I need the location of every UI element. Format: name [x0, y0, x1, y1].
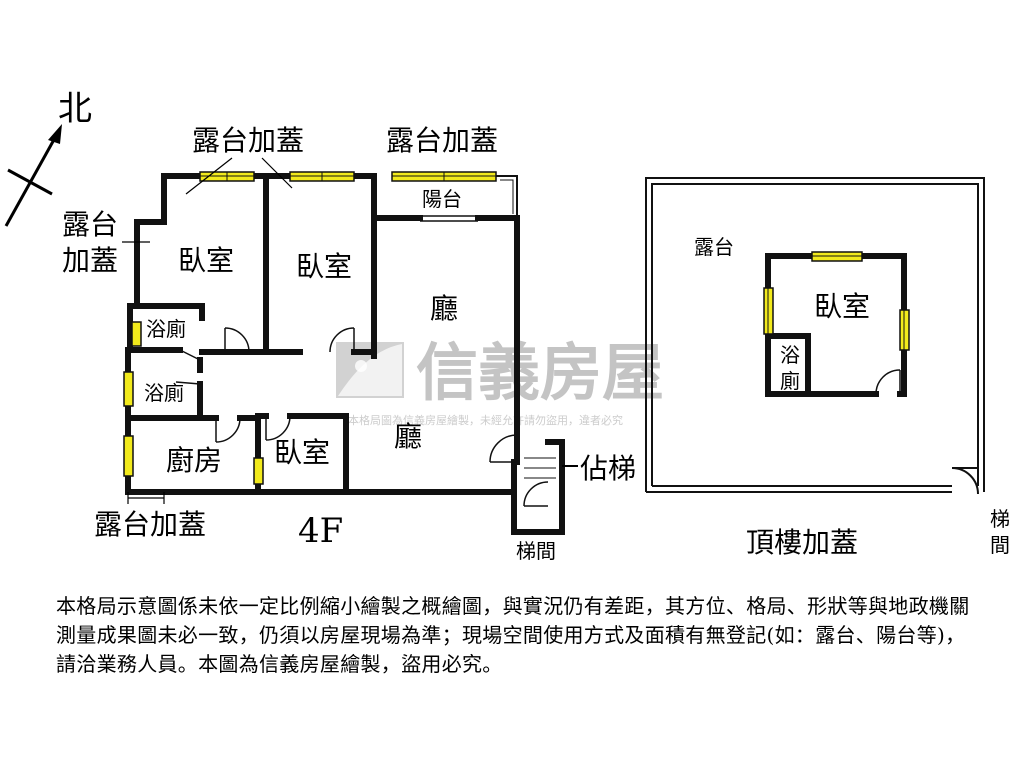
label-terrace-cover-top-right: 露台加蓋 — [386, 124, 498, 157]
label-living-lower: 廳 — [394, 420, 422, 453]
label-bathroom-2: 浴廁 — [144, 381, 184, 405]
label-occupied-stair: 佔梯 — [580, 452, 636, 485]
label-kitchen: 廚房 — [166, 444, 222, 477]
label-living-upper: 廳 — [430, 292, 458, 325]
label-balcony: 陽台 — [422, 187, 462, 211]
watermark-logo-icon — [336, 342, 404, 398]
label-terrace-cover-left-2: 加蓋 — [62, 244, 118, 277]
label-roof-stair-2: 間 — [990, 533, 1010, 557]
north-label: 北 — [58, 89, 92, 129]
label-bathroom-1: 浴廁 — [146, 317, 186, 341]
label-terrace-cover-top-left: 露台加蓋 — [192, 124, 304, 157]
label-roof-bedroom: 臥室 — [814, 290, 870, 323]
watermark-brand: 信義房屋 — [416, 336, 664, 409]
watermark: 信義房屋 本格局圖為信義房屋繪製，未經允許請勿盜用，違者必究 — [336, 336, 664, 427]
north-arrow-icon — [4, 124, 62, 227]
watermark-notice: 本格局圖為信義房屋繪製，未經允許請勿盜用，違者必究 — [348, 413, 623, 427]
label-terrace-cover-left-1: 露台 — [62, 208, 118, 241]
label-roof-bath-1: 浴 — [780, 343, 800, 367]
label-floor: 4F — [298, 511, 343, 551]
roof-window-mullions — [767, 255, 905, 350]
label-bedroom-3: 臥室 — [274, 436, 330, 469]
label-roof-bath-2: 廁 — [780, 369, 800, 393]
stair-lines — [524, 457, 556, 479]
roof-terrace-outline — [645, 177, 985, 495]
label-stairwell: 梯間 — [516, 539, 556, 563]
doors-4f — [175, 175, 549, 507]
roof-doors — [875, 369, 901, 395]
label-roof-terrace: 露台 — [694, 235, 734, 259]
leader-lines — [122, 157, 578, 504]
label-bedroom-2: 臥室 — [296, 250, 352, 283]
label-roof-title: 頂樓加蓋 — [746, 526, 858, 559]
disclaimer-text: 本格局示意圖係未依一定比例縮小繪製之概繪圖，與實況仍有差距，其方位、格局、形狀等… — [56, 594, 970, 676]
label-terrace-cover-bottom: 露台加蓋 — [94, 508, 206, 541]
label-roof-stair-1: 梯 — [990, 507, 1010, 531]
label-bedroom-1: 臥室 — [178, 244, 234, 277]
